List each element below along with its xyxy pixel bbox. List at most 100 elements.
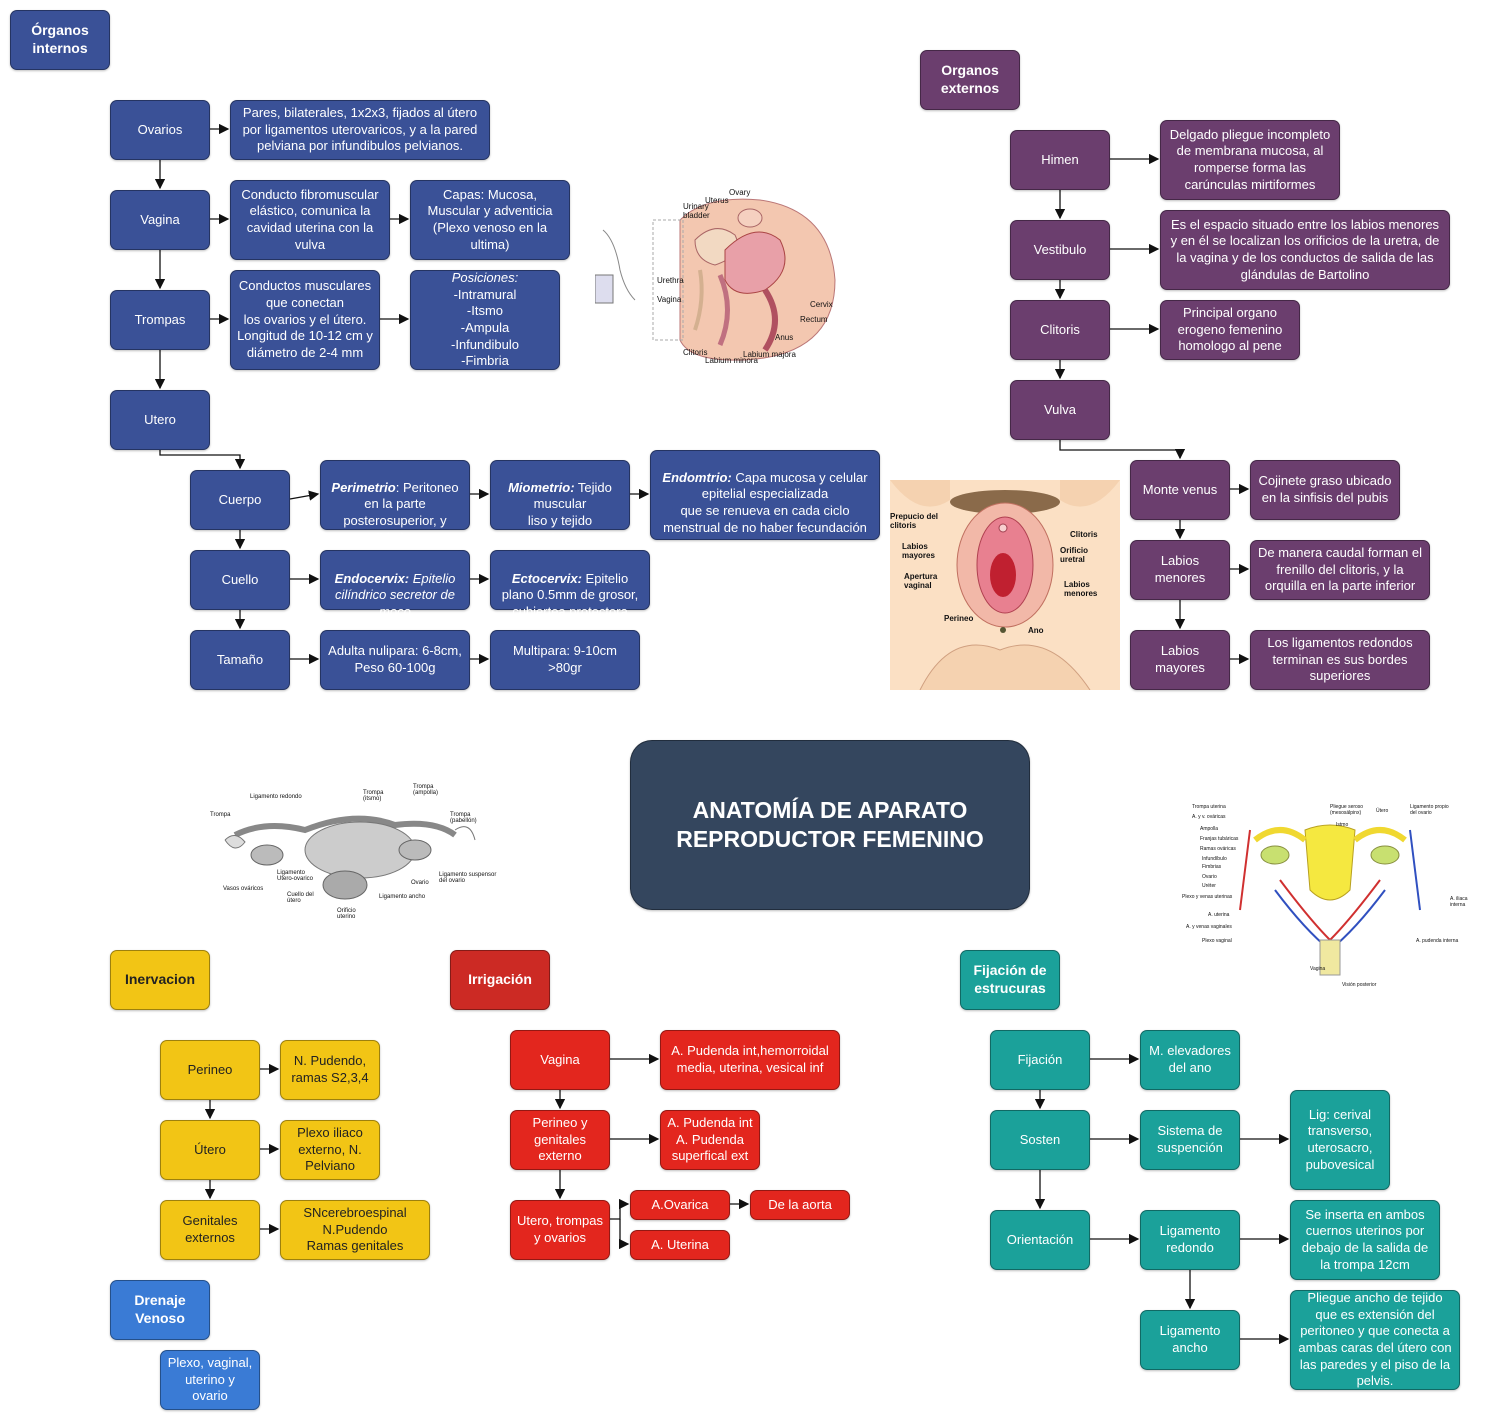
trompas-desc: Conductos musculares que conectan los ov…: [230, 270, 380, 370]
cuello-node: Cuello: [190, 550, 290, 610]
fijacion-desc: M. elevadores del ano: [1140, 1030, 1240, 1090]
label-vagina-v: Vagina: [1310, 966, 1326, 972]
himen-desc: Delgado pliegue incompleto de membrana m…: [1160, 120, 1340, 200]
menores-node: Labios menores: [1130, 540, 1230, 600]
label-apertura: Apertura vaginal: [904, 572, 938, 590]
genitales-inerv-node: Genitales externos: [160, 1200, 260, 1260]
miometrio-box: Miometrio: Tejido muscular liso y tejido…: [490, 460, 630, 545]
cuerpo-node: Cuerpo: [190, 470, 290, 530]
fijacion-node: Fijación: [990, 1030, 1090, 1090]
label-prepucio: Prepucio del clitoris: [890, 512, 939, 530]
label-cervix: Cervix: [810, 300, 833, 309]
label-vasos-vaginales: A. y venas vaginales: [1186, 924, 1232, 930]
multipara-box: Multipara: 9-10cm >80gr: [490, 630, 640, 690]
vagina-irr-node: Vagina: [510, 1030, 610, 1090]
trompas-node: Trompas: [110, 290, 210, 350]
label-vagina: Vagina: [657, 295, 682, 304]
ectocervix-desc: Epitelio plano 0.5mm de grosor, cubierte…: [501, 570, 639, 619]
vagina-desc: Conducto fibromuscular elástico, comunic…: [230, 180, 390, 260]
monte-desc: Cojinete graso ubicado en la sinfisis de…: [1250, 460, 1400, 520]
ancho-desc: Pliegue ancho de tejido que es extensión…: [1290, 1290, 1460, 1390]
utero-irr-node: Utero, trompas y ovarios: [510, 1200, 610, 1260]
vestibulo-desc: Es el espacio situado entre los labios m…: [1160, 210, 1450, 290]
vestibulo-node: Vestibulo: [1010, 220, 1110, 280]
vascular-drawing: [1239, 824, 1421, 976]
perineo-inerv-node: Perineo: [160, 1040, 260, 1100]
label-minora: Labium minora: [705, 356, 758, 365]
miometrio-title: Miometrio:: [508, 479, 575, 495]
vulva-illustration: Prepucio del clitoris Labios mayores Ape…: [890, 480, 1120, 691]
adnexa-illustration: Ligamento redondo Trompa Trompa (itsmo) …: [205, 780, 505, 920]
label-pliegue: Pliegue seroso (mesosálpinx): [1330, 804, 1364, 816]
label-clitoris: Clitoris: [683, 348, 708, 357]
endometrio-desc: Capa mucosa y celular epitelial especial…: [663, 469, 868, 535]
posiciones-box: Posiciones: -Intramural -Itsmo -Ampula -…: [410, 270, 560, 370]
nulipara-box: Adulta nulipara: 6-8cm, Peso 60-100g: [320, 630, 470, 690]
utero-inerv-desc: Plexo iliaco externo, N. Pelviano: [280, 1120, 380, 1180]
label-ovary: Ovary: [729, 188, 751, 197]
ovarios-node: Ovarios: [110, 100, 210, 160]
label-plexo-vaginal: Plexo vaginal: [1202, 938, 1232, 944]
label-a-uterina: A. uterina: [1208, 912, 1230, 918]
label-ramas-ovaricas: Ramas ováricas: [1200, 846, 1236, 852]
mayores-node: Labios mayores: [1130, 630, 1230, 690]
label-rectum: Rectum: [800, 315, 828, 324]
uterina-node: A. Uterina: [630, 1230, 730, 1260]
sosten-node: Sosten: [990, 1110, 1090, 1170]
endocervix-desc: Epitelio cilíndrico secretor de moco: [335, 570, 456, 619]
miometrio-desc: Tejido muscular liso y tejido conjuntivo: [527, 479, 612, 545]
mayores-desc: Los ligamentos redondos terminan es sus …: [1250, 630, 1430, 690]
label-uterus: Uterus: [705, 196, 729, 205]
vulva-drawing: [890, 480, 1120, 691]
externos-header: Organos externos: [920, 50, 1020, 110]
label-cuello: Cuello del útero: [287, 892, 314, 904]
label-fimbrias: Fimbrias: [1202, 864, 1222, 870]
vagina-irr-desc: A. Pudenda int,hemorroidal media, uterin…: [660, 1030, 840, 1090]
label-ovario-v: Ovario: [1202, 874, 1217, 880]
label-franjas: Franjas tubáricas: [1200, 836, 1239, 842]
label-lig-ancho: Ligamento ancho: [379, 894, 426, 900]
irrigacion-header: Irrigación: [450, 950, 550, 1010]
label-vasos: Vasos ováricos: [223, 886, 264, 892]
endometrio-box: Endomtrio: Capa mucosa y celular epiteli…: [650, 450, 880, 540]
endocervix-title: Endocervix:: [334, 570, 410, 586]
endometrio-title: Endomtrio:: [662, 469, 732, 485]
label-ampolla: Ampolla: [1200, 826, 1219, 832]
posiciones-title: Posiciones:: [451, 270, 519, 286]
label-trompa-itsmo: Trompa (itsmo): [363, 790, 384, 802]
sosten-desc: Sistema de suspención: [1140, 1110, 1240, 1170]
orientacion-node: Orientación: [990, 1210, 1090, 1270]
redondo-desc: Se inserta en ambos cuernos uterinos por…: [1290, 1200, 1440, 1280]
label-ovario: Ovario: [411, 880, 429, 886]
vagina-node: Vagina: [110, 190, 210, 250]
redondo-node: Ligamento redondo: [1140, 1210, 1240, 1270]
endocervix-box: Endocervix: Epitelio cilíndrico secretor…: [320, 550, 470, 619]
perineo-irr-desc: A. Pudenda int A. Pudenda superfical ext: [660, 1110, 760, 1170]
label-trompa-uterina: Trompa uterina: [1192, 804, 1226, 810]
ectocervix-title: Ectocervix:: [511, 570, 582, 586]
sagittal-illustration: Ovary Uterus Urinary bladder Urethra Vag…: [594, 180, 845, 370]
label-a-iliaca: A. iliaca interna: [1450, 896, 1468, 908]
fijacion-header: Fijación de estrucuras: [960, 950, 1060, 1010]
label-trompa-pabellon: Trompa (pabellón): [450, 812, 477, 824]
vascular-illustration: Trompa uterina A. y v. ováricas Ampolla …: [1180, 800, 1480, 990]
label-lig-utero-ovarico: Ligamento Utero-ovarico: [277, 870, 314, 882]
label-bladder: Urinary bladder: [683, 202, 710, 220]
genitales-inerv-desc: SNcerebroespinal N.Pudendo Ramas genital…: [280, 1200, 430, 1260]
clitoris-node: Clitoris: [1010, 300, 1110, 360]
menores-desc: De manera caudal forman el frenillo del …: [1250, 540, 1430, 600]
label-plexo-venas: Plexo y venas uterinas: [1182, 894, 1233, 900]
perimetrio-box: Perimetrio: Peritoneo en la parte poster…: [320, 460, 470, 545]
internos-header: Órganos internos: [10, 10, 110, 70]
perineo-irr-node: Perineo y genitales externo: [510, 1110, 610, 1170]
label-vision: Visión posterior: [1342, 982, 1377, 988]
ancho-node: Ligamento ancho: [1140, 1310, 1240, 1370]
label-trompa-ampolla: Trompa (ampolla): [413, 784, 439, 796]
sosten-lig: Lig: cerival transverso, uterosacro, pub…: [1290, 1090, 1390, 1190]
posiciones-list: -Intramural -Itsmo -Ampula -Infundibulo …: [451, 286, 519, 369]
perineo-inerv-desc: N. Pudendo, ramas S2,3,4: [280, 1040, 380, 1100]
label-lig-propio: Ligamento propio del ovario: [1410, 804, 1449, 816]
ectocervix-box: Ectocervix: Epitelio plano 0.5mm de gros…: [490, 550, 650, 619]
label-clitoris-vulva: Clitoris: [1070, 530, 1098, 539]
